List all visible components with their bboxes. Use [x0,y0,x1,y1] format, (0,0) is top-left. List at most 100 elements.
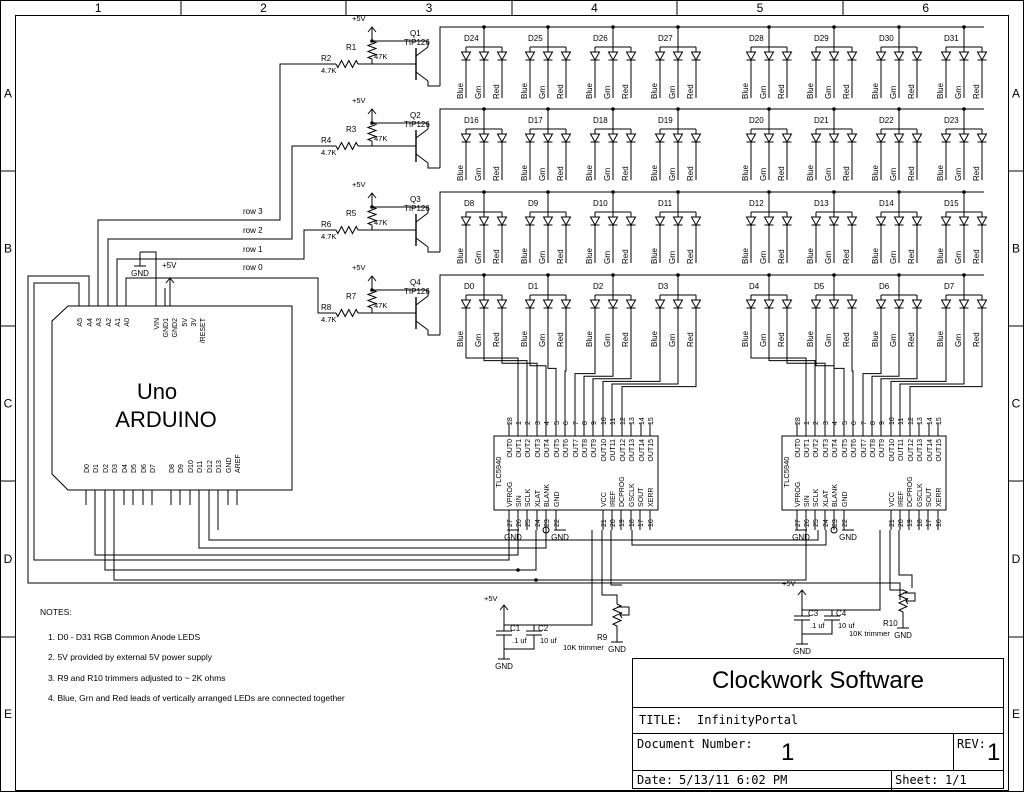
led-name: D11 [658,199,673,208]
ground-label: GND [495,662,513,671]
row-label: row 1 [243,245,263,254]
trimmer-wiper [619,611,625,619]
led-lead-label: Red [686,166,695,181]
diode-triangle [976,299,988,310]
chip-pin-label: OUT10 [601,439,608,462]
resistor-name: R3 [346,125,357,134]
led-name: D10 [593,199,608,208]
diode-triangle [542,133,554,144]
diode-triangle [846,299,858,310]
diode-triangle [893,133,905,144]
led-lead-label: Blue [871,247,880,264]
diode-triangle [745,51,757,62]
led-lead-label: Grn [759,168,768,181]
diode-triangle [846,133,858,144]
resistor-name: R6 [321,220,332,229]
led-lead-label: Red [972,332,981,347]
diode-triangle [460,299,472,310]
diode-triangle [875,133,887,144]
transistor-part: TIP126 [404,38,430,47]
chip-pin-number: 3 [823,421,830,425]
junction-dot [676,25,680,29]
capacitor-name: C3 [808,609,819,618]
led-lead-label: Red [621,249,630,264]
chip-pin-number: 1 [804,421,811,425]
led-lead-label: Blue [456,330,465,347]
vcc-label: +5V [352,263,366,272]
arduino-subtitle: ARDUINO [115,407,216,432]
diode-triangle [763,133,775,144]
chip-pin-number: 19 [619,519,626,527]
led-lead-label: Red [686,332,695,347]
led-lead-label: Grn [603,168,612,181]
row-label: B [4,242,12,256]
chip-pin-number: 7 [861,421,868,425]
diode-triangle [911,133,923,144]
sheet-label: Sheet: [895,773,939,787]
junction-dot [516,568,520,572]
led-lead-label: Grn [538,334,547,347]
diode-triangle [560,299,572,310]
diode-triangle [478,299,490,310]
row-label: row 0 [243,263,263,272]
anode-bus [439,274,984,335]
column-label: 4 [591,1,598,15]
cathode-wire [602,346,661,423]
chip-pin-number: 28 [507,417,514,425]
resistor [366,40,378,60]
vcc-arrow [165,277,175,288]
chip-pin-number: 12 [908,417,915,425]
chip-pin-number: 27 [795,519,802,527]
chip-pin-label: OUT0 [507,439,514,458]
arduino-pin-label: D11 [197,461,204,473]
diode-triangle [589,133,601,144]
diode-triangle [781,51,793,62]
row-label: C [1012,397,1021,411]
diode-triangle [828,133,840,144]
diode-triangle [846,51,858,62]
chip-pin-label: XERR [936,488,943,507]
chip-pin-number: 4 [832,421,839,425]
led-lead-label: Blue [741,82,750,99]
led-lead-label: Grn [668,168,677,181]
diode-triangle [893,51,905,62]
arduino-pin-label: GND2 [172,318,179,338]
led-name: D1 [528,282,539,291]
diode-triangle [607,133,619,144]
led-lead-label: Blue [456,164,465,181]
junction-dot [370,39,374,43]
chip-pin-label: OUT12 [620,439,627,462]
led-name: D31 [944,34,959,43]
diode-triangle [524,216,536,227]
cathode-wire [899,346,965,423]
wire [537,530,593,626]
chip-pin-label: OUT1 [516,439,523,458]
sheet-value: 1/1 [945,773,967,787]
cathode-wire [833,346,845,423]
arduino-pin-label: /RESET [200,317,207,343]
chip-pin-label: OUT6 [563,439,570,458]
row-label: row 3 [243,207,263,216]
cathode-wire [750,346,807,423]
junction-dot [962,273,966,277]
chip-pin-number: 23 [544,519,551,527]
row-wire [97,63,336,306]
arduino-pin-label: D13 [216,460,223,473]
tlc5940-chip-1: TLC5940OUT028OUT11OUT22OUT33OUT44OUT55OU… [493,417,659,542]
diode-triangle [589,299,601,310]
diode-triangle [745,299,757,310]
led-lead-label: Grn [474,168,483,181]
diode-triangle [460,216,472,227]
led-lead-label: Grn [668,334,677,347]
cathode-wire [851,346,854,423]
diode-triangle [875,299,887,310]
diode-triangle [976,216,988,227]
chip-body [781,435,947,511]
